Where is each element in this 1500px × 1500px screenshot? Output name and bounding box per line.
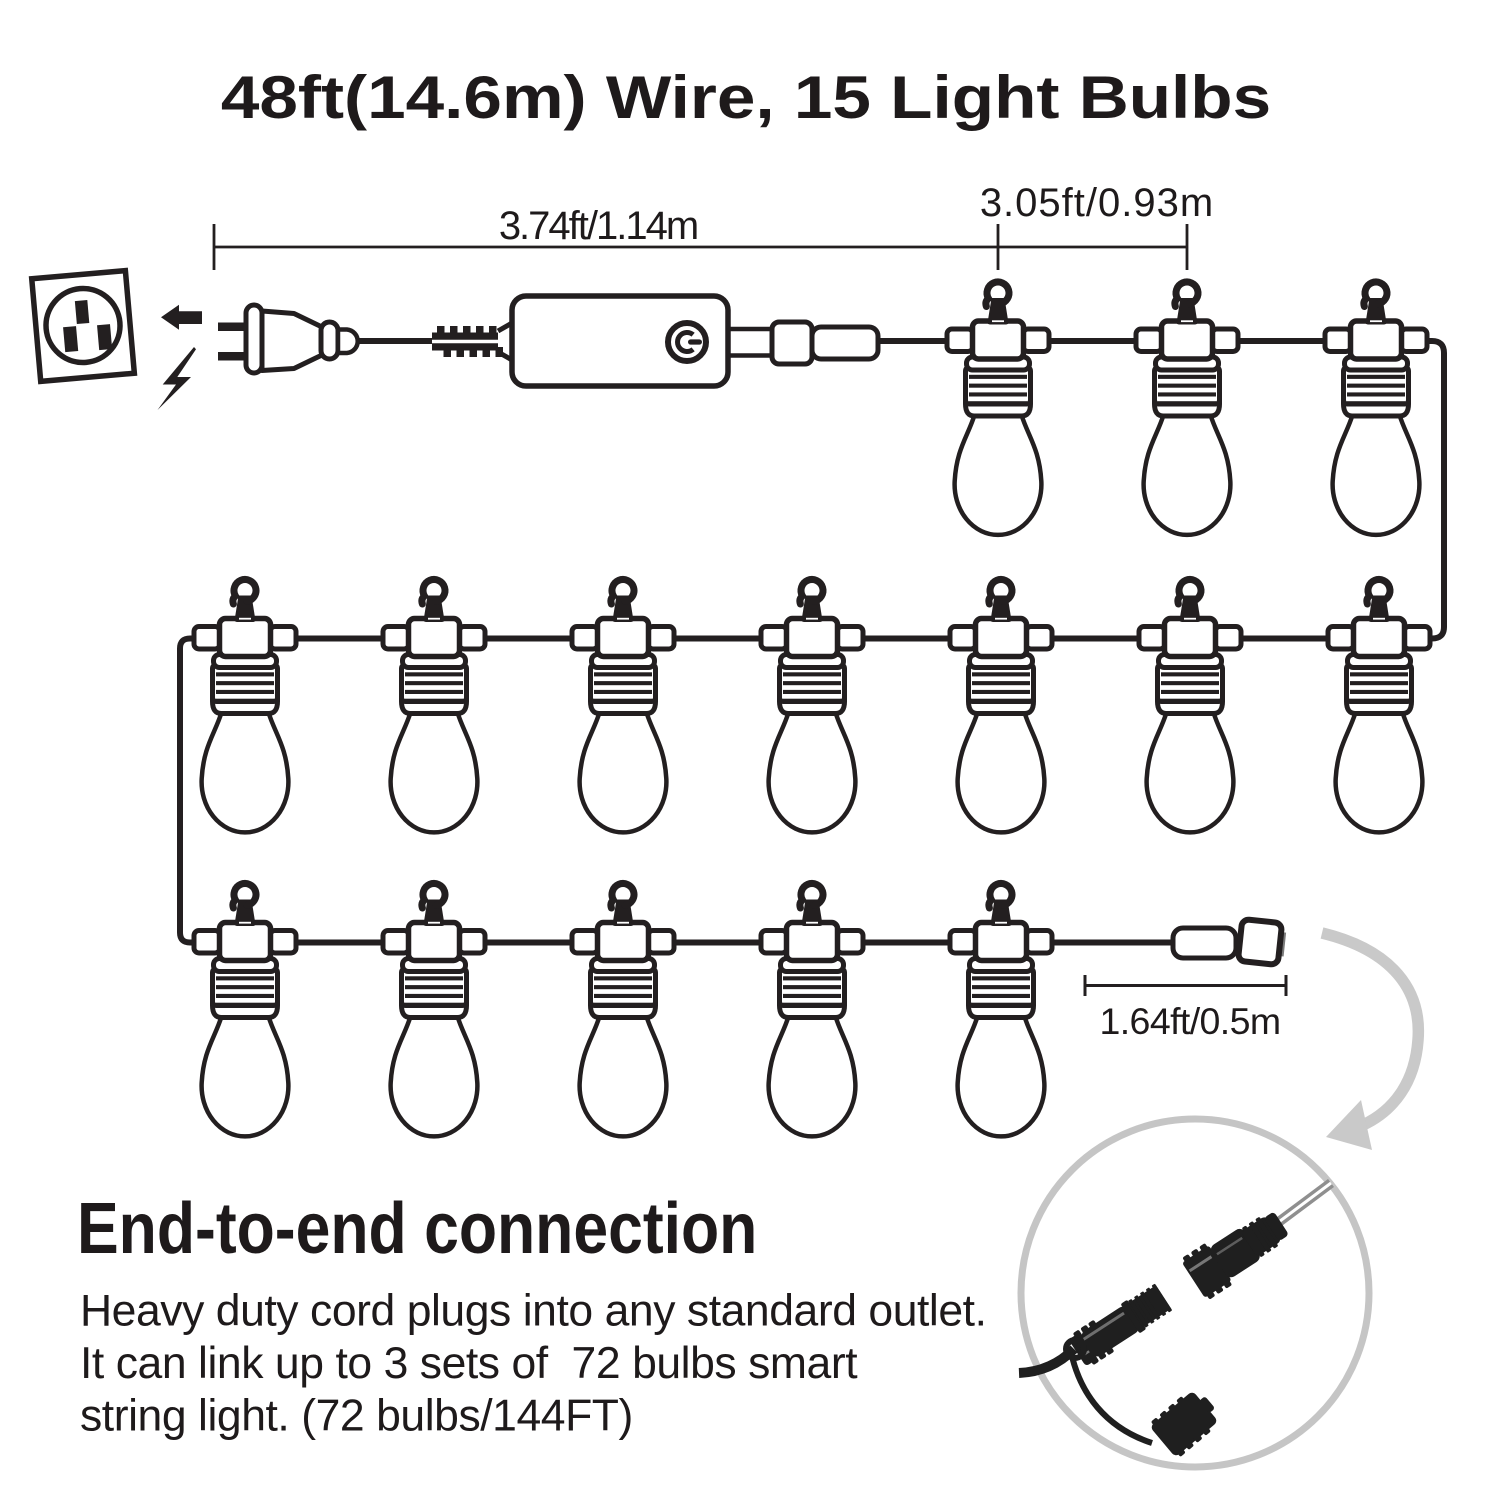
svg-text:48ft(14.6m) Wire, 15 Light Bul: 48ft(14.6m) Wire, 15 Light Bulbs	[221, 63, 1271, 131]
svg-text:End-to-end connection: End-to-end connection	[77, 1189, 757, 1269]
svg-text:3.05ft/0.93m: 3.05ft/0.93m	[980, 181, 1214, 225]
svg-text:string light. (72 bulbs/144FT): string light. (72 bulbs/144FT)	[80, 1392, 633, 1441]
svg-text:It can link up to 3 sets of 7: It can link up to 3 sets of 72 bulbs sma…	[80, 1339, 858, 1388]
svg-text:3.74ft/1.14m: 3.74ft/1.14m	[499, 204, 697, 248]
svg-text:Heavy duty cord plugs into any: Heavy duty cord plugs into any standard …	[80, 1287, 986, 1336]
svg-text:1.64ft/0.5m: 1.64ft/0.5m	[1099, 1000, 1280, 1042]
